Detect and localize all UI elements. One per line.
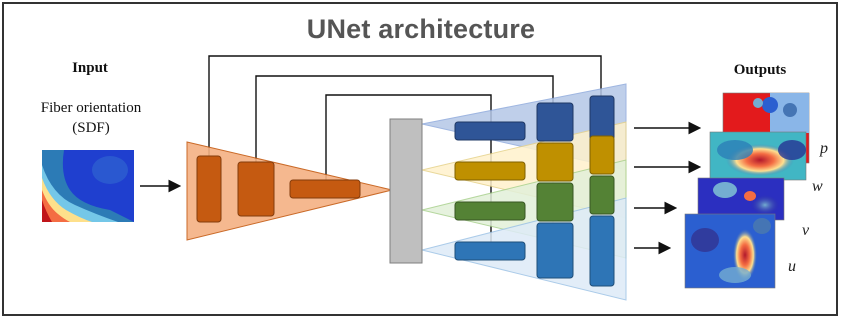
decoder-w-block-3	[589, 135, 615, 175]
decoder-p-block-3	[589, 95, 615, 141]
input-description-line1: Fiber orientation	[40, 100, 142, 116]
input-heading: Input	[72, 60, 108, 76]
encoder-block-1	[196, 155, 222, 223]
output-label-u: u	[788, 258, 796, 275]
decoder-v-block-3	[589, 175, 615, 215]
input-description: Fiber orientation (SDF)	[16, 98, 166, 138]
decoder-p-block-1	[454, 121, 526, 141]
decoder-u-block-3	[589, 215, 615, 287]
encoder-block-3	[289, 179, 361, 199]
output-arrows	[634, 121, 702, 255]
output-label-p: p	[820, 140, 828, 157]
output-map-w	[709, 131, 807, 181]
output-map-u	[684, 213, 776, 289]
decoder-w-block-2	[536, 142, 574, 182]
outputs-heading: Outputs	[733, 62, 787, 78]
encoder-block-2	[237, 161, 275, 217]
decoder-p-block-2	[536, 102, 574, 142]
output-map-v	[697, 177, 785, 221]
input-field-map	[42, 150, 134, 222]
decoder-u-block-1	[454, 241, 526, 261]
output-label-v: v	[802, 222, 810, 239]
figure-title: UNet architecture	[306, 14, 536, 44]
output-label-w: w	[812, 178, 823, 195]
decoder-v-block-2	[536, 182, 574, 222]
decoder-w-block-1	[454, 161, 526, 181]
decoder-v-block-1	[454, 201, 526, 221]
decoder-u-block-2	[536, 222, 574, 279]
bottleneck-block	[389, 118, 423, 264]
input-description-line2: (SDF)	[72, 120, 110, 136]
